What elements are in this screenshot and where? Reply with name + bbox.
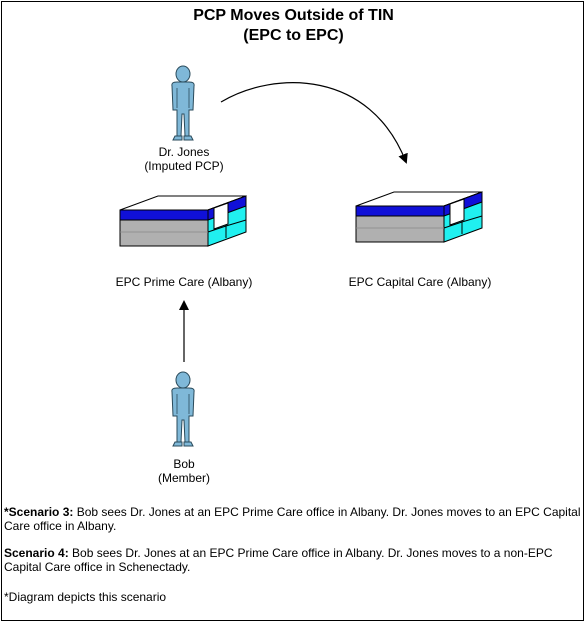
- capital-care-building-icon: [355, 191, 483, 243]
- scenario-3-text: Bob sees Dr. Jones at an EPC Prime Care …: [4, 505, 581, 533]
- diagram-subtitle: (EPC to EPC): [243, 27, 344, 44]
- doctor-role-label: (Imputed PCP): [144, 159, 224, 173]
- capital-care-label: EPC Capital Care (Albany): [348, 275, 492, 289]
- doctor-name-label: Dr. Jones: [158, 145, 210, 159]
- member-name-label: Bob: [173, 457, 195, 471]
- move-arrow: [220, 82, 408, 164]
- footnote: *Diagram depicts this scenario: [4, 590, 167, 604]
- prime-care-building-icon: [119, 195, 247, 247]
- diagram-canvas: [119, 65, 483, 447]
- member-role-label: (Member): [157, 471, 210, 485]
- diagram-title: PCP Moves Outside of TIN: [193, 7, 394, 24]
- scenario-4-note: Scenario 4: Bob sees Dr. Jones at an EPC…: [4, 546, 582, 574]
- prime-care-label: EPC Prime Care (Albany): [115, 275, 253, 289]
- scenario-3-lead: *Scenario 3:: [4, 505, 74, 519]
- scenario-3-note: *Scenario 3: Bob sees Dr. Jones at an EP…: [4, 505, 582, 533]
- scenario-4-text: Bob sees Dr. Jones at an EPC Prime Care …: [4, 546, 553, 574]
- member-person-icon: [171, 371, 195, 447]
- scenario-4-lead: Scenario 4:: [4, 546, 69, 560]
- doctor-person-icon: [171, 65, 195, 141]
